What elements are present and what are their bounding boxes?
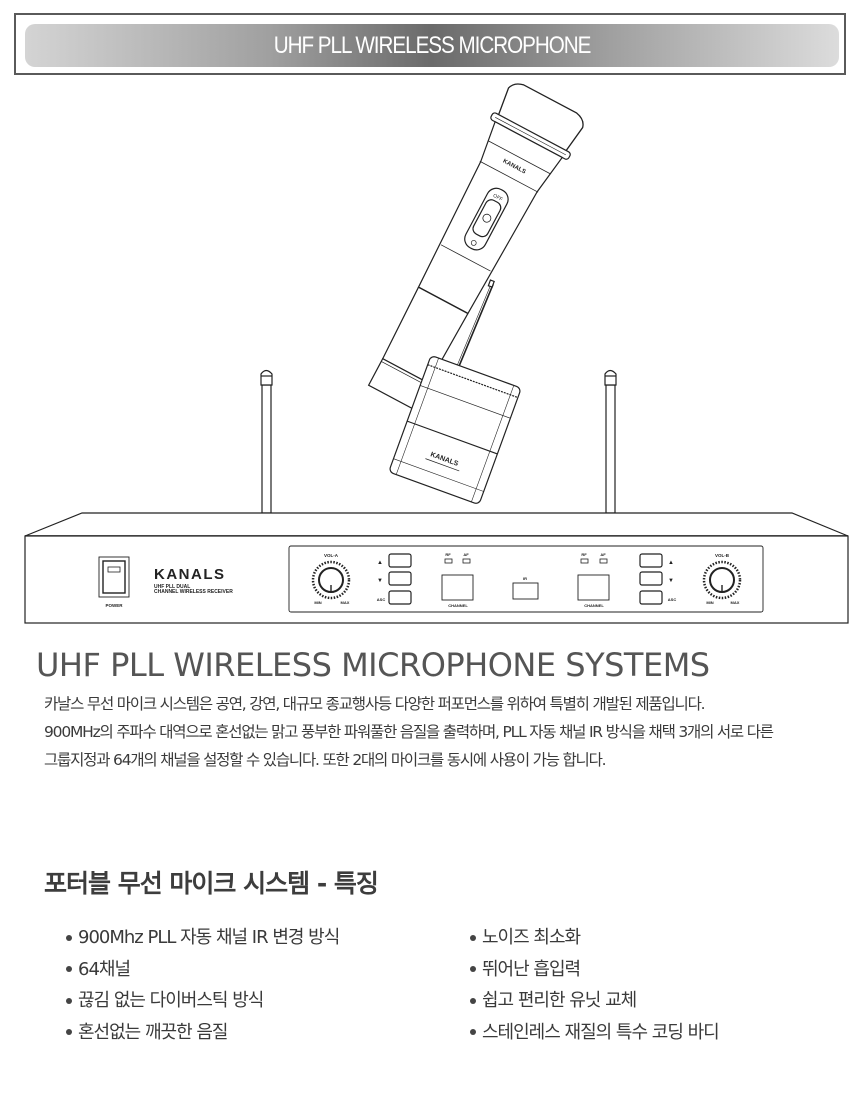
feature-text: 64채널 bbox=[78, 958, 131, 980]
channel-b-display: RF AF CHANNEL bbox=[577, 552, 610, 608]
asc-label-b: ASC bbox=[668, 597, 677, 602]
feature-item: 쉽고 편리한 유닛 교체 bbox=[470, 985, 719, 1017]
af-label-a: AF bbox=[463, 552, 469, 557]
vol-a-min: MIN bbox=[314, 600, 321, 605]
feature-item: 끊김 없는 다이버스틱 방식 bbox=[66, 985, 339, 1017]
vol-a-max: MAX bbox=[341, 600, 350, 605]
up-arrow-icon: ▲ bbox=[377, 560, 383, 566]
channel-label-b: CHANNEL bbox=[584, 603, 604, 608]
channel-label-a: CHANNEL bbox=[448, 603, 468, 608]
receiver-unit: POWER KANALS UHF PLL DUAL CHANNEL WIRELE… bbox=[24, 512, 849, 624]
feature-item: 900Mhz PLL 자동 채널 IR 변경 방식 bbox=[66, 922, 340, 954]
volume-knob-b: VOL-B MIN MAX bbox=[702, 553, 742, 605]
channel-a-display: RF AF CHANNEL bbox=[441, 552, 474, 608]
bullet-icon bbox=[66, 934, 72, 941]
intro-line: 카날스 무선 마이크 시스템은 공연, 강연, 대규모 종교행사등 다양한 퍼포… bbox=[44, 695, 706, 713]
power-label: POWER bbox=[105, 603, 123, 608]
bullet-icon bbox=[470, 966, 476, 973]
bullet-icon bbox=[66, 1029, 72, 1036]
receiver-brand: KANALS bbox=[154, 566, 226, 583]
channel-b-buttons: ▲ ▼ ASC bbox=[639, 553, 677, 605]
feature-item: 64채널 bbox=[66, 954, 339, 986]
feature-text: 뛰어난 흡입력 bbox=[482, 958, 581, 980]
bullet-icon bbox=[66, 997, 72, 1004]
feature-item: 뛰어난 흡입력 bbox=[470, 954, 719, 986]
antenna-left bbox=[260, 369, 273, 514]
feature-text: 900Mhz PLL 자동 채널 IR 변경 방식 bbox=[78, 927, 340, 948]
ir-label: IR bbox=[523, 576, 527, 581]
antenna-right bbox=[604, 369, 617, 514]
feature-text: 쉽고 편리한 유닛 교체 bbox=[482, 990, 637, 1011]
intro-paragraph: 카날스 무선 마이크 시스템은 공연, 강연, 대규모 종교행사등 다양한 퍼포… bbox=[44, 690, 774, 774]
feature-text: 끊김 없는 다이버스틱 방식 bbox=[78, 990, 264, 1011]
feature-item: 혼선없는 깨끗한 음질 bbox=[66, 1017, 339, 1049]
intro-line: 900MHz의 주파수 대역으로 혼선없는 맑고 풍부한 파워풀한 음질을 출력… bbox=[44, 723, 774, 741]
bullet-icon bbox=[470, 1029, 476, 1036]
rf-label-b: RF bbox=[581, 552, 587, 557]
bullet-icon bbox=[66, 966, 72, 973]
vol-a-label: VOL-A bbox=[324, 553, 339, 558]
handheld-microphone: KANALS OFF bbox=[367, 83, 584, 411]
title-banner-frame: UHF PLL WIRELESS MICROPHONE bbox=[14, 13, 846, 75]
bullet-icon bbox=[470, 934, 476, 941]
mic-switch-label: OFF bbox=[492, 193, 504, 203]
down-arrow-icon: ▼ bbox=[377, 578, 383, 584]
ir-sensor: IR bbox=[512, 576, 539, 600]
vol-b-label: VOL-B bbox=[715, 553, 730, 558]
title-banner: UHF PLL WIRELESS MICROPHONE bbox=[25, 24, 839, 67]
channel-a-buttons: ▲ ▼ ASC bbox=[377, 553, 412, 605]
receiver-subtitle-1: UHF PLL DUAL bbox=[154, 584, 190, 590]
feature-text: 노이즈 최소화 bbox=[482, 927, 581, 948]
bullet-icon bbox=[470, 997, 476, 1004]
intro-line: 그룹지정과 64개의 채널을 설정할 수 있습니다. 또한 2대의 마이크를 동… bbox=[44, 751, 607, 769]
feature-item: 스테인레스 재질의 특수 코딩 바디 bbox=[470, 1017, 720, 1049]
receiver-subtitle-2: CHANNEL WIRELESS RECEIVER bbox=[154, 589, 233, 595]
systems-heading: UHF PLL WIRELESS MICROPHONE SYSTEMS bbox=[36, 646, 710, 684]
power-switch: POWER bbox=[98, 556, 130, 608]
af-label-b: AF bbox=[600, 552, 606, 557]
bodypack-transmitter: KANALS bbox=[389, 279, 521, 504]
banner-title: UHF PLL WIRELESS MICROPHONE bbox=[273, 31, 592, 59]
features-list-right: 노이즈 최소화 뛰어난 흡입력 쉽고 편리한 유닛 교체 스테인레스 재질의 특… bbox=[470, 922, 720, 1049]
feature-item: 노이즈 최소화 bbox=[470, 922, 719, 954]
vol-b-max: MAX bbox=[731, 600, 740, 605]
volume-knob-a: VOL-A MIN MAX bbox=[311, 553, 351, 605]
up-arrow-icon: ▲ bbox=[668, 560, 674, 566]
product-illustration: KANALS OFF KANALS bbox=[24, 83, 849, 624]
features-list-left: 900Mhz PLL 자동 채널 IR 변경 방식 64채널 끊김 없는 다이버… bbox=[66, 922, 340, 1049]
vol-b-min: MIN bbox=[706, 600, 713, 605]
asc-label-a: ASC bbox=[377, 597, 386, 602]
down-arrow-icon: ▼ bbox=[668, 578, 674, 584]
features-heading: 포터블 무선 마이크 시스템 - 특징 bbox=[44, 869, 379, 898]
feature-text: 스테인레스 재질의 특수 코딩 바디 bbox=[482, 1021, 720, 1043]
feature-text: 혼선없는 깨끗한 음질 bbox=[78, 1021, 228, 1043]
rf-label-a: RF bbox=[445, 552, 451, 557]
